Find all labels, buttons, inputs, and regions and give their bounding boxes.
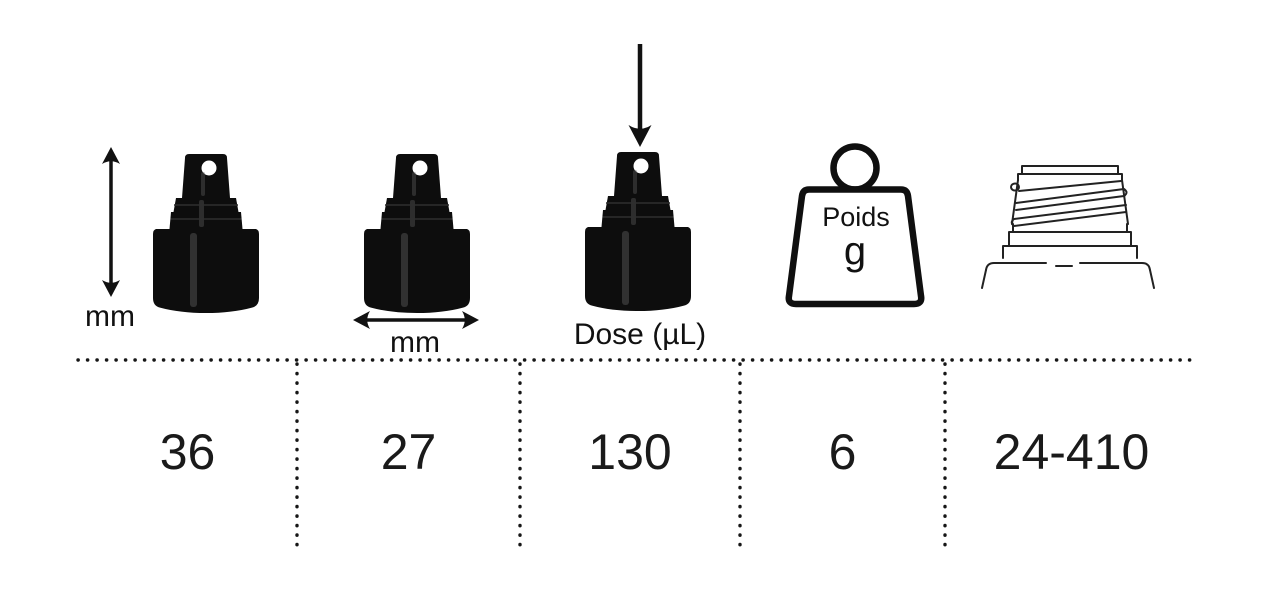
bottle-neck-icon xyxy=(981,165,1155,289)
vertical-double-arrow-icon xyxy=(102,147,120,297)
dose-label: Dose (µL) xyxy=(573,318,707,351)
height-value: 36 xyxy=(159,424,216,480)
down-arrow-icon xyxy=(628,44,652,147)
width-unit-label: mm xyxy=(390,326,440,359)
weight-value: 6 xyxy=(828,424,857,480)
weight-icon: Poids g xyxy=(785,143,925,308)
width-value: 27 xyxy=(380,424,437,480)
dose-value: 130 xyxy=(588,424,672,480)
weight-label: Poids xyxy=(822,202,890,232)
height-unit-label: mm xyxy=(85,300,135,333)
neck-finish-value: 24-410 xyxy=(993,424,1150,480)
weight-unit-label: g xyxy=(844,229,866,273)
horizontal-double-arrow-icon xyxy=(353,311,479,329)
